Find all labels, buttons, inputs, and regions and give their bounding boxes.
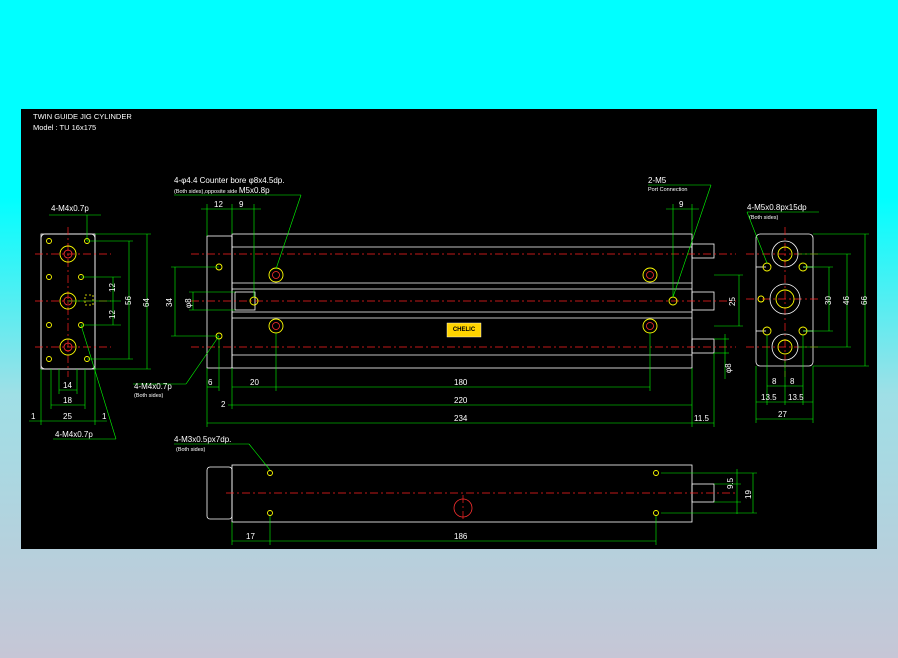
dim-220: 220 — [454, 396, 468, 405]
counterbore-note: (Both sides),opposite side M5x0.8p — [174, 186, 270, 195]
dim-13-5-left: 13.5 — [761, 393, 777, 402]
bottom-thread-note: (Both sides) — [176, 447, 206, 453]
dim-13-5-right: 13.5 — [788, 393, 804, 402]
guide-rod-bottom — [691, 338, 715, 354]
dim-14: 14 — [63, 381, 72, 390]
cad-drawing-area: TWIN GUIDE JIG CYLINDER Model : TU 16x17… — [21, 109, 877, 549]
dim-9-front-right: 9 — [679, 200, 684, 209]
dim-12-upper: 12 — [108, 283, 117, 292]
dim-25-front: 25 — [728, 297, 737, 306]
rod-end-plate — [755, 233, 814, 367]
left-end-view: 4-M4x0.7p 12 12 56 64 14 18 25 1 1 4-M4x — [29, 204, 151, 440]
counterbore-callout: 4-φ4.4 Counter bore φ8x4.5dp. — [174, 176, 284, 185]
front-thread-callout: 4-M4x0.7p — [134, 382, 172, 391]
dim-1-right: 1 — [102, 412, 107, 421]
guide-rod-end-icon — [777, 246, 793, 262]
dim-1-left: 1 — [31, 412, 36, 421]
dim-11-5: 11.5 — [694, 414, 710, 423]
dim-25: 25 — [63, 412, 72, 421]
m3-hole-icon — [653, 470, 659, 476]
front-view: CHELIC 4-φ4.4 Counter bore φ8x4.5dp. (Bo… — [133, 176, 743, 427]
m3-hole-icon — [267, 510, 273, 516]
dim-8-left: 8 — [772, 377, 777, 386]
counterbore-hole-icon — [642, 267, 658, 283]
drawing-title: TWIN GUIDE JIG CYLINDER — [33, 112, 132, 121]
guide-rod-top — [691, 243, 715, 259]
dim-18: 18 — [63, 396, 72, 405]
dim-9-5: 9.5 — [726, 477, 735, 489]
piston-rod-end-icon — [775, 289, 795, 309]
port-note: Port Connection — [648, 187, 687, 193]
dim-9-front-left: 9 — [239, 200, 244, 209]
model-label: Model : TU 16x175 — [33, 123, 96, 132]
right-thread-callout: 4-M5x0.8px15dp — [747, 203, 807, 212]
dim-12-lower: 12 — [108, 310, 117, 319]
dim-20: 20 — [250, 378, 259, 387]
dim-27: 27 — [778, 410, 787, 419]
bottom-body — [231, 464, 693, 523]
counterbore-hole-icon — [268, 318, 284, 334]
end-bottom-thread-callout: 4-M4x0.7p — [55, 430, 93, 439]
dim-19: 19 — [744, 490, 753, 499]
end-top-thread-callout: 4-M4x0.7p — [51, 204, 89, 213]
guide-rod-end-icon — [777, 339, 793, 355]
technical-drawing: TWIN GUIDE JIG CYLINDER Model : TU 16x17… — [29, 112, 869, 545]
front-thread-note: (Both sides) — [134, 393, 164, 399]
m3-hole-icon — [267, 470, 273, 476]
dim-234: 234 — [454, 414, 468, 423]
dim-186: 186 — [454, 532, 468, 541]
nameplate-label: CHELIC — [453, 327, 476, 333]
guide-rod-hole-icon — [59, 245, 77, 263]
dim-66: 66 — [860, 296, 869, 305]
dim-30: 30 — [824, 296, 833, 305]
right-thread-note: (Both sides) — [749, 215, 779, 221]
counterbore-hole-icon — [268, 267, 284, 283]
dim-12-front: 12 — [214, 200, 223, 209]
dim-phi8-rod: φ8 — [724, 363, 733, 373]
dim-64: 64 — [142, 298, 151, 307]
dim-34: 34 — [165, 298, 174, 307]
dim-46: 46 — [842, 296, 851, 305]
dim-56: 56 — [124, 296, 133, 305]
dim-2: 2 — [221, 400, 226, 409]
dim-8-right: 8 — [790, 377, 795, 386]
m3-hole-icon — [653, 510, 659, 516]
nameplate — [446, 322, 482, 338]
right-end-view: 4-M5x0.8px15dp (Both sides) 30 46 66 8 8… — [746, 203, 869, 423]
dim-6: 6 — [208, 378, 213, 387]
counterbore-hole-icon — [642, 318, 658, 334]
dim-phi8-front: φ8 — [184, 298, 193, 308]
dim-180: 180 — [454, 378, 468, 387]
dim-17: 17 — [246, 532, 255, 541]
guide-rod-hole-icon — [59, 338, 77, 356]
bottom-thread-callout: 4-M3x0.5px7dp. — [174, 435, 231, 444]
bottom-view: 4-M3x0.5px7dp. (Both sides) 9.5 19 17 18… — [174, 435, 757, 545]
port-callout: 2-M5 — [648, 176, 667, 185]
